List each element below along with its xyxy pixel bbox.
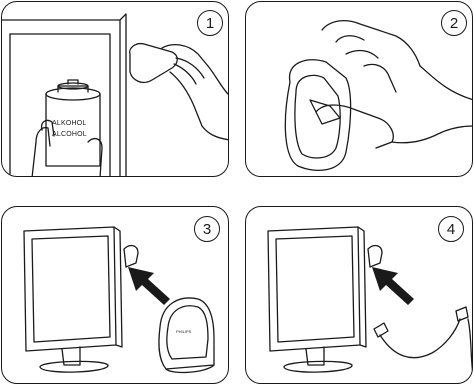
panel-step-4: 4: [245, 206, 473, 384]
step-number-badge: 4: [438, 216, 464, 242]
panel-step-3: PHILIPS 3: [1, 206, 229, 384]
step-number-badge: 2: [441, 10, 467, 36]
pad-brand-label: PHILIPS: [176, 329, 192, 334]
bottle-label-line1: ALKOHOL: [52, 120, 86, 127]
step-number-badge: 1: [197, 10, 223, 36]
cleaning-alcohol-illustration: [2, 2, 229, 177]
panel-step-2: 2: [245, 1, 473, 177]
panel-step-1: ALKOHOL ALCOHOL 1: [1, 1, 229, 177]
cleaning-pad-illustration: [246, 2, 473, 177]
bottle-label-line2: ALCOHOL: [52, 131, 87, 138]
step-number-badge: 3: [194, 216, 220, 242]
